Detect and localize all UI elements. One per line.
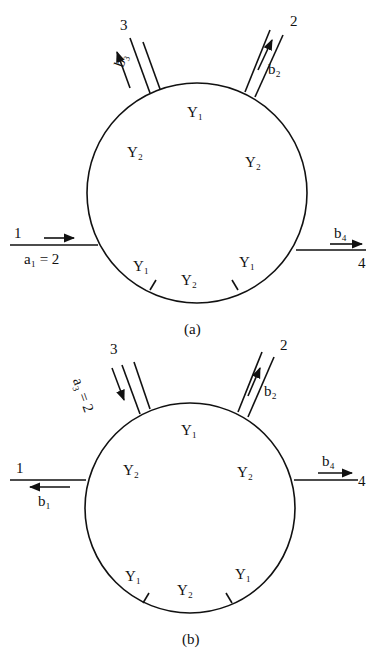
segment-admittance: Y₁ — [239, 255, 255, 270]
segment-admittance: Y₂ — [181, 273, 197, 288]
port-line — [134, 362, 150, 409]
wave-arrow — [318, 472, 352, 474]
port-line — [130, 38, 150, 93]
port-line — [296, 249, 366, 251]
port-label: (b) — [182, 632, 200, 647]
port-line — [294, 479, 358, 481]
port-line — [10, 244, 98, 246]
port-label: b₁ — [38, 494, 51, 509]
wave-arrow — [330, 243, 362, 245]
segment-admittance: Y₁ — [133, 259, 149, 274]
port-label: b₄ — [334, 226, 347, 241]
wave-arrow — [30, 486, 70, 488]
port-line — [143, 42, 160, 89]
port-label: b₂ — [268, 62, 281, 77]
wave-arrow — [44, 237, 74, 239]
segment-admittance: Y₁ — [235, 567, 251, 582]
port-line — [255, 35, 283, 97]
port-label: a₃ = 2 — [70, 376, 96, 414]
ring-circle — [85, 403, 295, 613]
wave-arrow — [112, 368, 124, 400]
port-label: 1 — [16, 461, 24, 476]
wave-arrow — [248, 368, 260, 396]
segment-tick — [232, 280, 238, 290]
port-label: (a) — [184, 322, 201, 337]
ring-circuit: Y₁ Y₂ Y₂ Y₁ Y₁ Y₂ — [85, 403, 295, 613]
segment-tick — [143, 593, 149, 603]
port-label: 4 — [358, 474, 366, 489]
segment-admittance: Y₁ — [125, 569, 141, 584]
port-label: 1 — [14, 226, 22, 241]
ring-circuit: Y₁ Y₂ Y₂ Y₁ Y₁ Y₂ — [87, 83, 307, 303]
port-label: b₃ — [112, 52, 130, 69]
port-label: 3 — [120, 18, 128, 33]
port-label: b₄ — [322, 454, 335, 469]
port-line — [10, 479, 86, 481]
port-label: 2 — [290, 14, 298, 29]
port-label: 2 — [280, 338, 288, 353]
port-line — [238, 352, 262, 412]
segment-tick — [150, 280, 156, 290]
segment-admittance: Y₁ — [187, 105, 203, 120]
ring-circle — [87, 83, 307, 303]
segment-admittance: Y₂ — [245, 155, 261, 170]
port-label: 3 — [110, 342, 118, 357]
segment-admittance: Y₂ — [123, 463, 139, 478]
segment-tick — [226, 593, 232, 603]
port-label: 4 — [358, 256, 366, 271]
segment-admittance: Y₂ — [127, 145, 143, 160]
segment-admittance: Y₂ — [237, 465, 253, 480]
port-line — [245, 30, 270, 92]
segment-admittance: Y₁ — [181, 423, 197, 438]
segment-admittance: Y₂ — [177, 583, 193, 598]
port-label: a₁ = 2 — [24, 252, 59, 267]
port-label: b₂ — [264, 384, 277, 399]
